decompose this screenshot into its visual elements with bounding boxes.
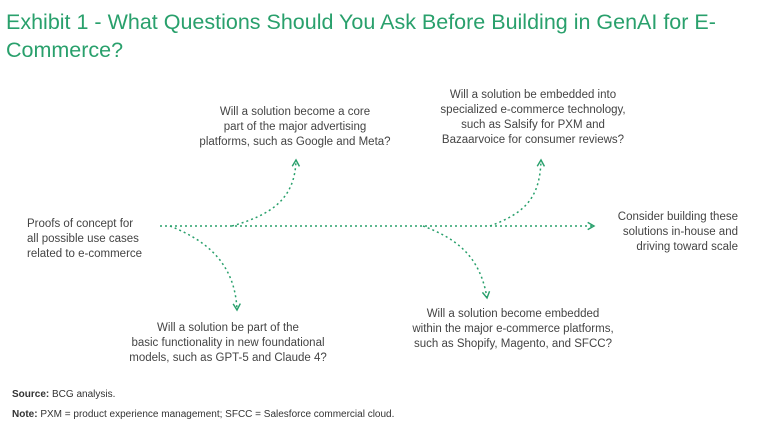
branch-arrow-foundational-models — [169, 225, 241, 312]
source-label: Source: — [12, 389, 50, 400]
branch-arrow-ecommerce-platforms — [422, 225, 491, 300]
source-text: BCG analysis. — [52, 389, 116, 400]
end-label: Consider building these solutions in-hou… — [617, 211, 738, 253]
branch-arrow-advertising — [231, 158, 301, 227]
branch-arrow-specialized-tech — [489, 158, 546, 227]
source-note: Source: BCG analysis. — [12, 389, 115, 400]
note-label: Note: — [12, 409, 38, 420]
question-specialized-tech: Will a solution be embedded into special… — [440, 89, 626, 146]
question-ecommerce-platforms: Will a solution become embedded within t… — [412, 308, 614, 350]
note-text: PXM = product experience management; SFC… — [40, 409, 395, 420]
question-foundational-models: Will a solution be part of the basic fun… — [129, 322, 327, 364]
abbreviation-note: Note: PXM = product experience managemen… — [12, 409, 394, 420]
exhibit-title: Exhibit 1 - What Questions Should You As… — [6, 10, 716, 62]
start-label: Proofs of concept for all possible use c… — [27, 218, 143, 260]
question-advertising-platforms: Will a solution become a core part of th… — [199, 106, 391, 148]
